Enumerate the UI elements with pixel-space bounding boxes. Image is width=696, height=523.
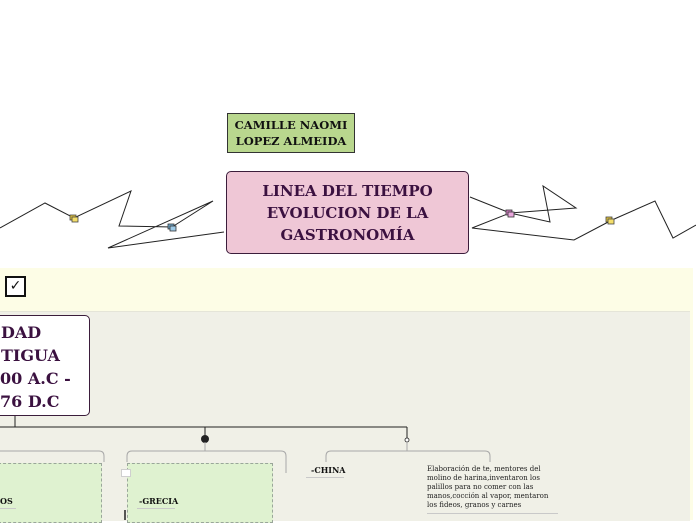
era-node[interactable]: DAD TIGUA 00 A.C - 76 D.C <box>0 315 90 416</box>
china-description: Elaboración de te, mentores del molino d… <box>427 465 549 509</box>
china-description-underline <box>427 513 558 514</box>
left-zigzag-line <box>0 190 225 249</box>
era-line-3: 00 A.C - <box>0 369 71 388</box>
china-underline <box>306 477 344 478</box>
left-node-marker <box>69 214 79 223</box>
grecia-branch-container[interactable] <box>127 463 273 523</box>
author-node[interactable]: CAMILLE NAOMI LOPEZ ALMEIDA <box>227 113 355 153</box>
era-line-1: DAD <box>1 323 42 342</box>
author-line-1: CAMILLE NAOMI <box>234 118 348 132</box>
left-branch-underline <box>0 508 16 509</box>
era-line-2: TIGUA <box>1 346 60 365</box>
checkbox-icon[interactable]: ✓ <box>5 276 26 297</box>
mid-node-marker <box>167 223 177 232</box>
grecia-underline <box>137 508 175 509</box>
timeline-panel <box>0 311 690 521</box>
right-zigzag-line <box>469 184 696 241</box>
branch-junction-dot <box>201 435 209 443</box>
main-title-line-3: GASTRONOMÍA <box>280 225 415 244</box>
far-right-node-marker <box>605 216 615 225</box>
collapse-toggle-icon[interactable] <box>121 469 131 477</box>
author-line-2: LOPEZ ALMEIDA <box>235 134 347 148</box>
left-branch-container[interactable] <box>0 463 102 523</box>
main-title-node[interactable]: LINEA DEL TIEMPO EVOLUCION DE LA GASTRON… <box>226 171 469 254</box>
china-label: -CHINA <box>311 465 346 475</box>
right-node-marker <box>505 209 515 218</box>
era-line-4: 76 D.C <box>0 392 60 411</box>
grecia-label: -GRECIA <box>139 496 179 506</box>
main-title-line-2: EVOLUCION DE LA <box>266 203 429 222</box>
left-branch-label: OS <box>0 496 13 506</box>
main-title-line-1: LINEA DEL TIEMPO <box>262 181 433 200</box>
